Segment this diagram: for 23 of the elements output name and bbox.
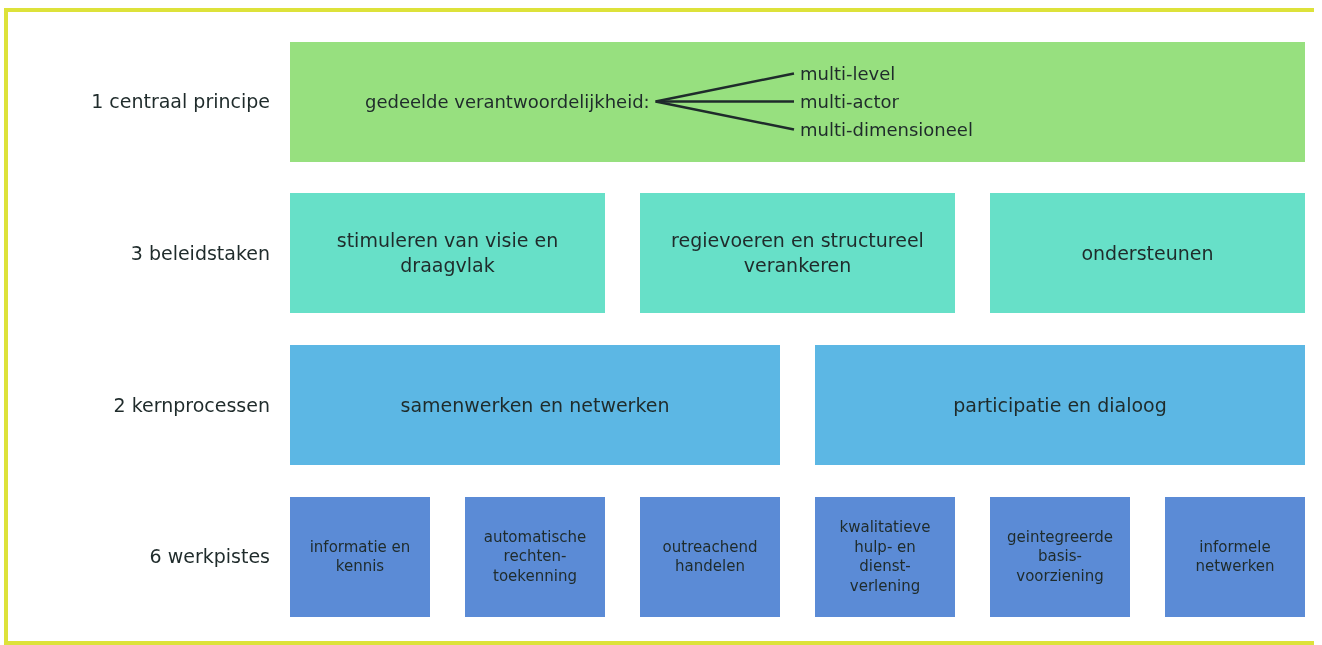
action-track-box: kwalitatieve hulp- en dienst- verlening [815,497,955,617]
connector-line [655,100,795,131]
principle-band [290,42,1305,162]
row-label: 1 centraal principe [90,90,270,112]
principle-aspect: multi-actor [800,91,899,112]
row-label: 2 kernprocessen [112,394,270,416]
policy-task-box: ondersteunen [990,193,1305,313]
action-track-box: informatie en kennis [290,497,430,617]
connector-line [655,72,795,103]
row-label: 3 beleidstaken [129,242,270,264]
policy-task-box: stimuleren van visie en draagvlak [290,193,605,313]
connector-line [655,100,794,103]
action-track-box: outreachend handelen [640,497,780,617]
principle-aspect: multi-level [800,63,896,84]
core-process-box: samenwerken en netwerken [290,345,780,465]
core-process-box: participatie en dialoog [815,345,1305,465]
principle-aspect: multi-dimensioneel [800,119,973,140]
action-track-box: geintegreerde basis- voorziening [990,497,1130,617]
action-track-box: automatische rechten- toekenning [465,497,605,617]
row-label: 6 werkpistes [148,545,270,567]
principle-text: gedeelde verantwoordelijkheid: [365,91,650,112]
policy-task-box: regievoeren en structureel verankeren [640,193,955,313]
action-track-box: informele netwerken [1165,497,1305,617]
